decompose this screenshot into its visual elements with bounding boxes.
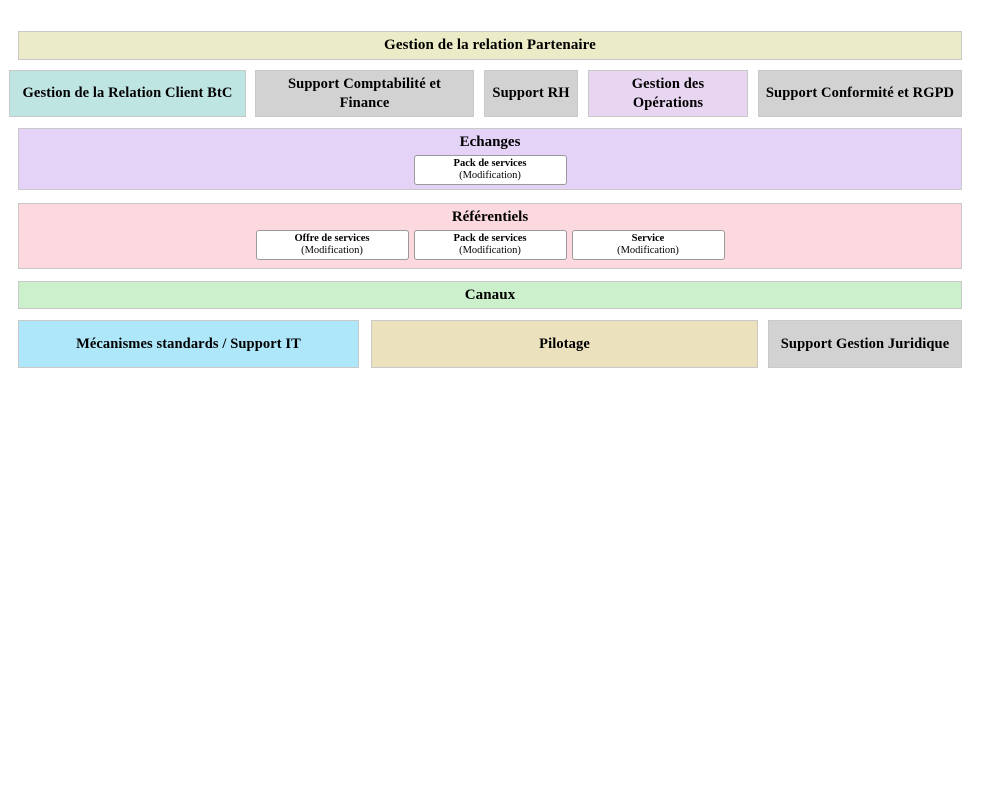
card-subtitle: (Modification) (301, 245, 363, 256)
block-support-comptabilite-finance[interactable]: Support Comptabilité et Finance (255, 70, 474, 117)
block-gestion-relation-partenaire[interactable]: Gestion de la relation Partenaire (18, 31, 962, 60)
section-referentiels-title: Référentiels (451, 209, 529, 225)
card-pack-de-services[interactable]: Pack de services (Modification) (413, 155, 567, 185)
card-service[interactable]: Service (Modification) (571, 230, 725, 260)
card-subtitle: (Modification) (617, 245, 679, 256)
block-pilotage[interactable]: Pilotage (371, 320, 758, 368)
block-canaux[interactable]: Canaux (18, 281, 962, 309)
card-offre-de-services[interactable]: Offre de services (Modification) (255, 230, 409, 260)
section-echanges-cards: Pack de services (Modification) (413, 155, 567, 185)
section-echanges[interactable]: Echanges Pack de services (Modification) (18, 128, 962, 190)
block-support-rh[interactable]: Support RH (484, 70, 578, 117)
block-support-gestion-juridique[interactable]: Support Gestion Juridique (768, 320, 962, 368)
block-gestion-relation-client-btc[interactable]: Gestion de la Relation Client BtC (9, 70, 246, 117)
block-gestion-des-operations[interactable]: Gestion des Opérations (588, 70, 748, 117)
card-pack-de-services[interactable]: Pack de services (Modification) (413, 230, 567, 260)
block-mecanismes-standards-support-it[interactable]: Mécanismes standards / Support IT (18, 320, 359, 368)
card-title: Service (631, 232, 665, 244)
card-title: Offre de services (294, 232, 370, 244)
section-referentiels-cards: Offre de services (Modification) Pack de… (255, 230, 725, 260)
block-support-conformite-rgpd[interactable]: Support Conformité et RGPD (758, 70, 962, 117)
card-subtitle: (Modification) (459, 245, 521, 256)
card-title: Pack de services (453, 232, 527, 244)
section-referentiels[interactable]: Référentiels Offre de services (Modifica… (18, 203, 962, 269)
section-echanges-title: Echanges (459, 134, 521, 150)
card-title: Pack de services (453, 157, 527, 169)
card-subtitle: (Modification) (459, 170, 521, 181)
